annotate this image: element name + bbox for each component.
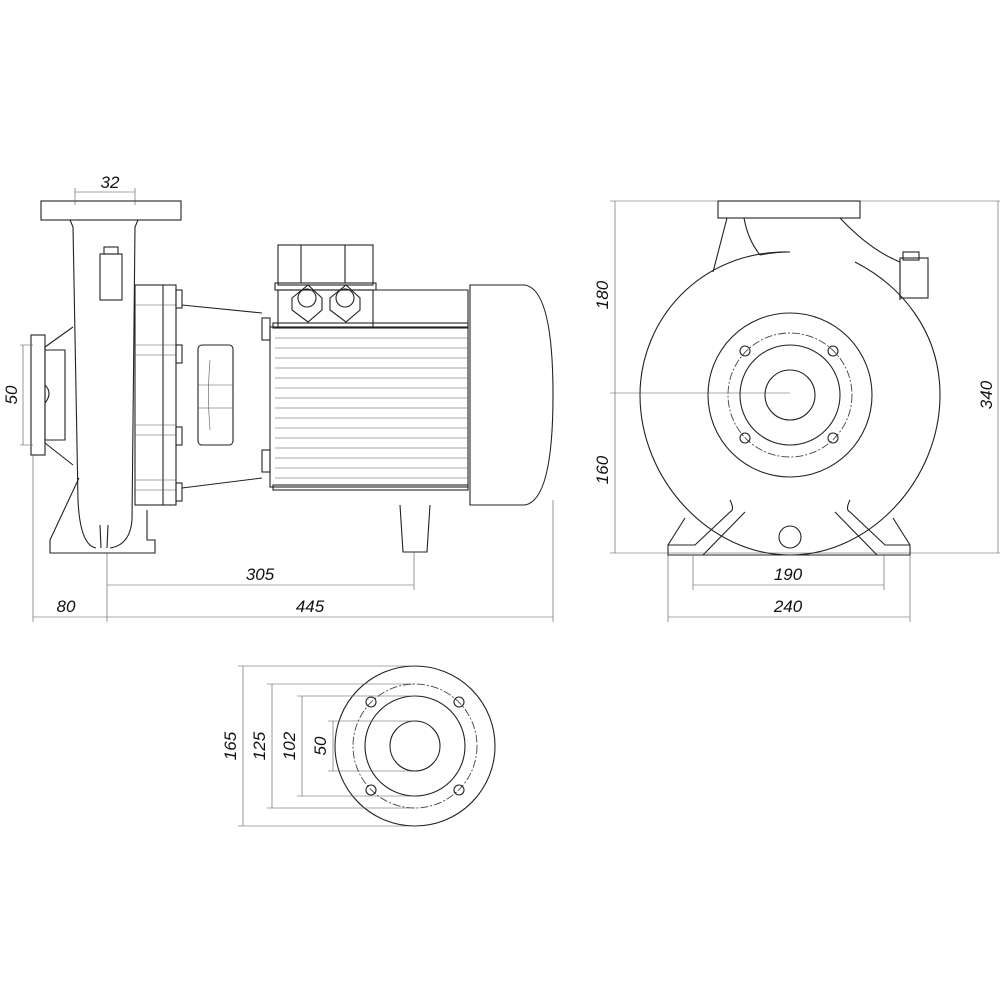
dim-102: 102	[280, 731, 299, 760]
dim-180: 180	[593, 280, 612, 309]
dim-340: 340	[977, 380, 996, 409]
adapter	[134, 284, 177, 506]
motor-body	[269, 326, 469, 488]
front-view	[639, 200, 941, 556]
terminal-box-cover	[277, 244, 374, 286]
dim-50-suction: 50	[2, 385, 21, 404]
front-view-dimensions	[610, 200, 1000, 622]
side-view	[30, 200, 554, 554]
dim-165: 165	[221, 731, 240, 760]
window	[197, 344, 234, 446]
shaft-bore	[764, 369, 816, 421]
fan-cover	[469, 284, 554, 506]
dim-50-bore: 50	[311, 736, 330, 755]
volute-casing	[639, 251, 941, 556]
dim-445: 445	[296, 597, 325, 616]
dim-305: 305	[246, 565, 275, 584]
flange-view	[238, 665, 496, 827]
dim-240: 240	[773, 597, 803, 616]
terminal-box	[277, 289, 374, 328]
dim-190: 190	[774, 565, 803, 584]
side-view-dimensions	[20, 188, 554, 622]
dim-32: 32	[101, 173, 120, 192]
cable-gland	[329, 284, 361, 323]
cable-gland	[291, 284, 323, 323]
seal-flange	[707, 312, 873, 478]
pump-foot	[49, 477, 156, 554]
suction-flange	[30, 334, 46, 456]
discharge-flange	[40, 200, 182, 221]
dim-160: 160	[593, 455, 612, 484]
plug	[99, 253, 123, 301]
motor-foot	[399, 504, 431, 553]
drain-plug	[778, 525, 802, 549]
discharge-flange	[717, 200, 861, 219]
dim-125: 125	[250, 731, 269, 760]
dim-80: 80	[57, 597, 76, 616]
discharge-pipe	[69, 219, 139, 549]
bracket	[181, 304, 263, 489]
